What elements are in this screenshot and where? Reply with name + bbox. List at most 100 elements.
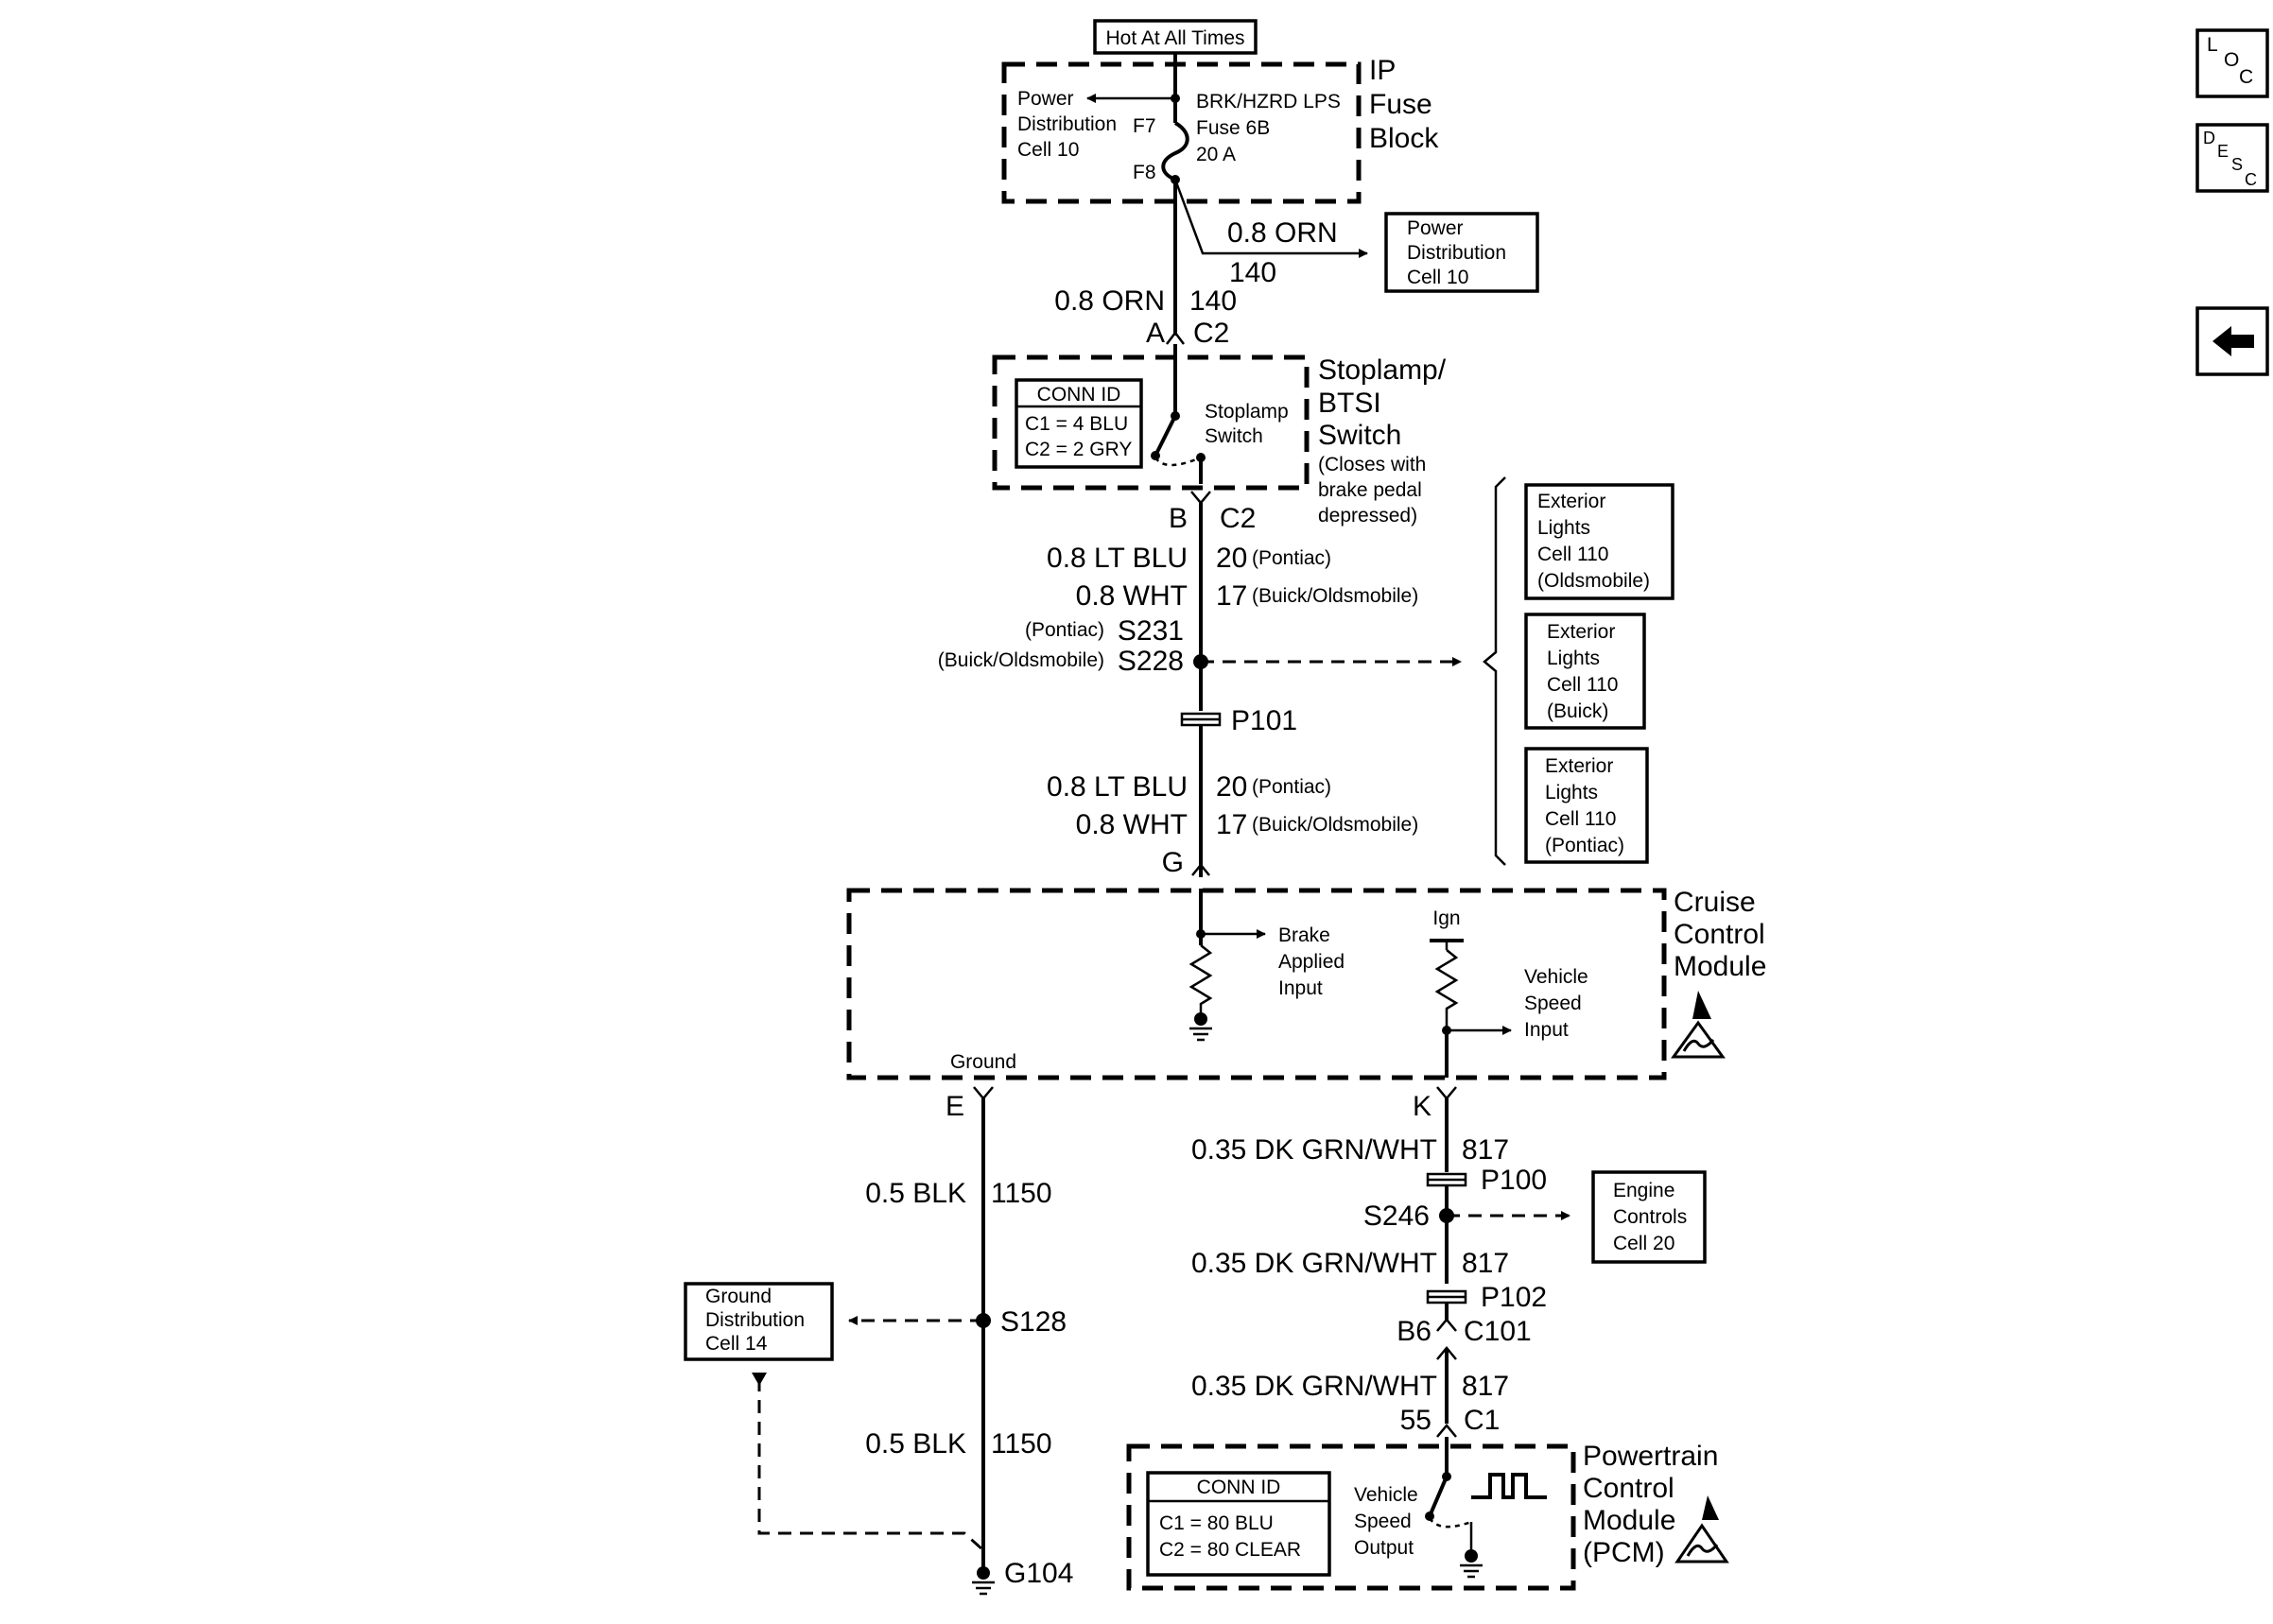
s228-label: S228 <box>1118 646 1184 677</box>
connector-c1-label: C1 <box>1464 1405 1500 1436</box>
buick-olds-upper: (Buick/Oldsmobile) <box>1252 585 1418 607</box>
exterior-lights-pontiac-box <box>1524 747 1649 864</box>
connector-k-symbol <box>1436 1086 1457 1100</box>
g104-label: G104 <box>1004 1558 1073 1589</box>
ground-dist-return <box>757 1378 985 1552</box>
wire-140-number: 140 <box>1189 285 1237 317</box>
fuse-symbol <box>1161 121 1189 181</box>
switch-blade <box>1154 415 1177 457</box>
power-distribution-box <box>1384 212 1539 293</box>
ground-distribution-box <box>684 1282 834 1361</box>
p102-label: P102 <box>1481 1282 1547 1313</box>
pcm-switch-blade <box>1428 1476 1449 1517</box>
pcm-switch-contact <box>1425 1512 1434 1521</box>
pontiac-lower: (Pontiac) <box>1252 776 1331 798</box>
wire-blk-lower: 0.5 BLK <box>865 1428 966 1460</box>
conn-id-title-2: CONN ID <box>1197 1477 1281 1498</box>
exterior-lights-bracket <box>1483 476 1506 866</box>
wire-1150-upper: 1150 <box>991 1178 1052 1209</box>
pontiac-upper: (Pontiac) <box>1252 547 1331 569</box>
wire-dkgrn-3: 0.35 DK GRN/WHT <box>1191 1371 1437 1402</box>
vehicle-speed-input-label: Vehicle Speed Input <box>1524 966 1594 1041</box>
exterior-lights-buick-box <box>1524 613 1646 730</box>
branch-wire-140 <box>1173 179 1368 258</box>
desc-button[interactable]: D E S C <box>2195 123 2269 193</box>
connector-g-label: G <box>1162 847 1184 878</box>
p100-label: P100 <box>1481 1165 1547 1196</box>
pcm-boundary <box>1126 1443 1576 1591</box>
svg-text:S: S <box>2231 155 2243 174</box>
s228-qualifier: (Buick/Oldsmobile) <box>938 649 1104 671</box>
exterior-lights-olds-box <box>1524 483 1674 600</box>
conn-id-box-1 <box>1015 378 1143 469</box>
svg-text:O: O <box>2224 49 2239 71</box>
wire-lt-blu-lower: 0.8 LT BLU <box>1047 771 1188 803</box>
fuse-f7-label: F7 <box>1133 115 1156 137</box>
brake-input-resistor <box>1189 944 1213 1013</box>
connector-a-symbol <box>1166 330 1185 345</box>
stoplamp-switch-note: (Closes with brake pedal depressed) <box>1318 454 1431 527</box>
ground-label: Ground <box>950 1051 1016 1073</box>
square-wave-icon <box>1471 1473 1547 1499</box>
connector-e-symbol <box>973 1086 994 1100</box>
brake-input-ground-icon <box>1189 1027 1212 1042</box>
wire-lt-blu-upper: 0.8 LT BLU <box>1047 543 1188 574</box>
ip-fuse-block-title: IP Fuse Block <box>1369 55 1440 154</box>
ign-label: Ign <box>1432 907 1460 929</box>
exterior-lights-olds-label: Exterior Lights Cell 110 (Oldsmobile) <box>1537 491 1650 592</box>
connector-k-label: K <box>1413 1091 1431 1122</box>
conn-id-title-1: CONN ID <box>1037 384 1121 406</box>
ground-distribution-label: Ground Distribution Cell 14 <box>705 1286 810 1355</box>
stoplamp-switch-title: Stoplamp/ BTSI Switch <box>1318 354 1453 451</box>
wire-817-3: 817 <box>1462 1371 1509 1402</box>
vss-resistor <box>1434 949 1459 1030</box>
exterior-lights-buick-label: Exterior Lights Cell 110 (Buick) <box>1547 621 1623 722</box>
pcm-switch-ground-node <box>1465 1549 1478 1563</box>
switch-mechanical-link <box>1154 456 1202 467</box>
engine-controls-label: Engine Controls Cell 20 <box>1613 1180 1692 1254</box>
loc-button[interactable]: L O C <box>2195 28 2269 98</box>
engine-controls-box <box>1591 1170 1707 1264</box>
cruise-control-module-title: Cruise Control Module <box>1674 887 1773 982</box>
wire-817-2: 817 <box>1462 1248 1509 1279</box>
wire-blk-upper: 0.5 BLK <box>865 1178 966 1209</box>
s246-label: S246 <box>1363 1201 1430 1232</box>
pcm-ground-icon <box>1460 1564 1483 1579</box>
wire-dkgrn-2: 0.35 DK GRN/WHT <box>1191 1248 1437 1279</box>
back-button[interactable] <box>2195 306 2269 376</box>
wire-17-upper: 17 <box>1216 580 1247 612</box>
svg-text:C: C <box>2239 66 2253 88</box>
esd-caution-icon <box>1671 991 1726 1059</box>
p101-label: P101 <box>1231 705 1297 736</box>
connector-55-label: 55 <box>1400 1405 1431 1436</box>
stoplamp-switch-label: Stoplamp Switch <box>1205 401 1294 447</box>
switch-output-node <box>1196 453 1206 462</box>
pcm-switch-link <box>1428 1517 1472 1529</box>
vehicle-speed-output-label: Vehicle Speed Output <box>1354 1484 1424 1559</box>
branch-wire-number: 140 <box>1229 257 1276 288</box>
wire-20-upper: 20 <box>1216 543 1247 574</box>
wire-1150-lower: 1150 <box>991 1428 1052 1460</box>
connector-b-label: B <box>1169 503 1188 534</box>
connector-b-symbol <box>1190 491 1211 505</box>
wire-wht-upper: 0.8 WHT <box>1076 580 1188 612</box>
power-distribution-label: Power Distribution Cell 10 <box>1017 88 1122 161</box>
wire-140-size: 0.8 ORN <box>1054 285 1165 317</box>
svg-text:D: D <box>2203 129 2215 147</box>
connector-c2-top-label: C2 <box>1193 318 1229 349</box>
g104-ground-icon <box>972 1581 995 1596</box>
s231-qualifier: (Pontiac) <box>1025 619 1104 641</box>
fuse-f8-label: F8 <box>1133 162 1156 183</box>
svg-text:L: L <box>2207 34 2218 56</box>
connector-g-symbol <box>1191 863 1210 876</box>
wire-wht-lower: 0.8 WHT <box>1076 809 1188 840</box>
buick-olds-lower: (Buick/Oldsmobile) <box>1252 814 1418 836</box>
connector-e-label: E <box>946 1091 964 1122</box>
exterior-lights-pontiac-label: Exterior Lights Cell 110 (Pontiac) <box>1545 755 1624 856</box>
wire-17-lower: 17 <box>1216 809 1247 840</box>
ip-fuse-block-boundary <box>1001 61 1362 204</box>
brake-applied-input-label: Brake Applied Input <box>1278 924 1350 999</box>
connector-c2-bottom-label: C2 <box>1220 503 1256 534</box>
wire-dkgrn-1: 0.35 DK GRN/WHT <box>1191 1134 1437 1166</box>
